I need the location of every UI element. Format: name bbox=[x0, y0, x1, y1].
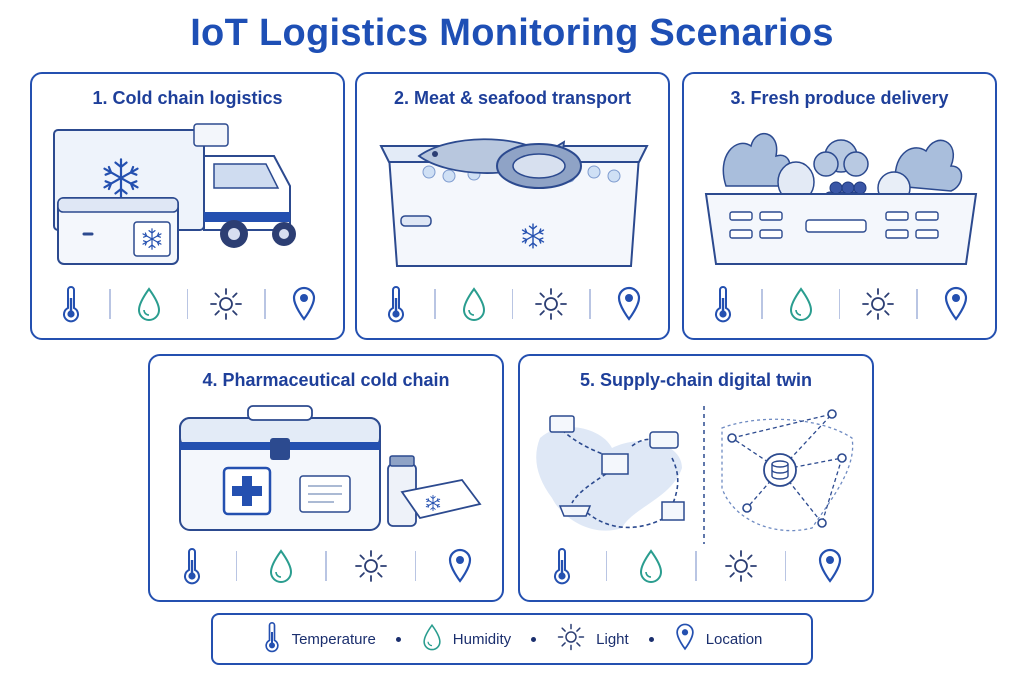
thermometer-icon bbox=[542, 546, 582, 586]
produce-crate-illustration bbox=[696, 116, 983, 281]
sensor-legend: Temperature Humidity Light Location bbox=[211, 613, 813, 665]
scenario-card-meat-seafood: 2. Meat & seafood transport bbox=[355, 72, 670, 340]
water-drop-icon bbox=[454, 284, 494, 324]
thermometer-icon bbox=[172, 546, 212, 586]
scenario-card-pharmaceutical: 4. Pharmaceutical cold chain bbox=[148, 354, 504, 602]
scenario-title: 1. Cold chain logistics bbox=[92, 88, 283, 108]
location-pin-icon bbox=[284, 284, 324, 324]
scenario-card-fresh-produce: 3. Fresh produce delivery bbox=[682, 72, 997, 340]
digital-twin-network-illustration bbox=[532, 398, 860, 553]
thermometer-icon bbox=[376, 284, 416, 324]
water-drop-icon bbox=[129, 284, 169, 324]
location-pin-icon bbox=[810, 546, 850, 586]
location-pin-icon bbox=[936, 284, 976, 324]
medical-cooler-illustration bbox=[162, 398, 490, 553]
page-title: IoT Logistics Monitoring Scenarios bbox=[190, 12, 834, 54]
location-pin-icon bbox=[674, 621, 696, 657]
thermometer-icon bbox=[703, 284, 743, 324]
scenario-title: 5. Supply-chain digital twin bbox=[579, 370, 812, 390]
location-pin-icon bbox=[440, 546, 480, 586]
sun-icon bbox=[858, 284, 898, 324]
water-drop-icon bbox=[781, 284, 821, 324]
sun-icon bbox=[556, 622, 586, 656]
sun-icon bbox=[531, 284, 571, 324]
scenario-title: 4. Pharmaceutical cold chain bbox=[202, 370, 450, 390]
insulated-box-illustration bbox=[369, 116, 656, 281]
scenario-title: 3. Fresh produce delivery bbox=[730, 88, 949, 108]
legend-location: Location bbox=[674, 621, 763, 657]
sensor-row bbox=[160, 544, 492, 588]
thermometer-icon bbox=[262, 620, 282, 658]
water-drop-icon bbox=[631, 546, 671, 586]
legend-label: Temperature bbox=[291, 630, 376, 648]
scenario-card-digital-twin: 5. Supply-chain digital twin bbox=[518, 354, 874, 602]
legend-temperature: Temperature bbox=[262, 620, 376, 658]
legend-humidity: Humidity bbox=[421, 622, 511, 656]
refrigerated-truck-illustration bbox=[44, 116, 331, 281]
legend-label: Location bbox=[705, 630, 763, 648]
scenario-title: 2. Meat & seafood transport bbox=[393, 88, 632, 108]
legend-label: Humidity bbox=[452, 630, 512, 648]
water-drop-icon bbox=[261, 546, 301, 586]
location-pin-icon bbox=[609, 284, 649, 324]
legend-label: Light bbox=[596, 630, 629, 648]
scenario-card-cold-chain: 1. Cold chain logistics bbox=[30, 72, 345, 340]
sensor-row bbox=[694, 282, 985, 326]
sensor-row bbox=[530, 544, 862, 588]
sensor-row bbox=[42, 282, 333, 326]
sun-icon bbox=[206, 284, 246, 324]
sun-icon bbox=[721, 546, 761, 586]
legend-light: Light bbox=[556, 622, 629, 656]
sensor-row bbox=[367, 282, 658, 326]
sun-icon bbox=[351, 546, 391, 586]
water-drop-icon bbox=[421, 622, 443, 656]
thermometer-icon bbox=[51, 284, 91, 324]
